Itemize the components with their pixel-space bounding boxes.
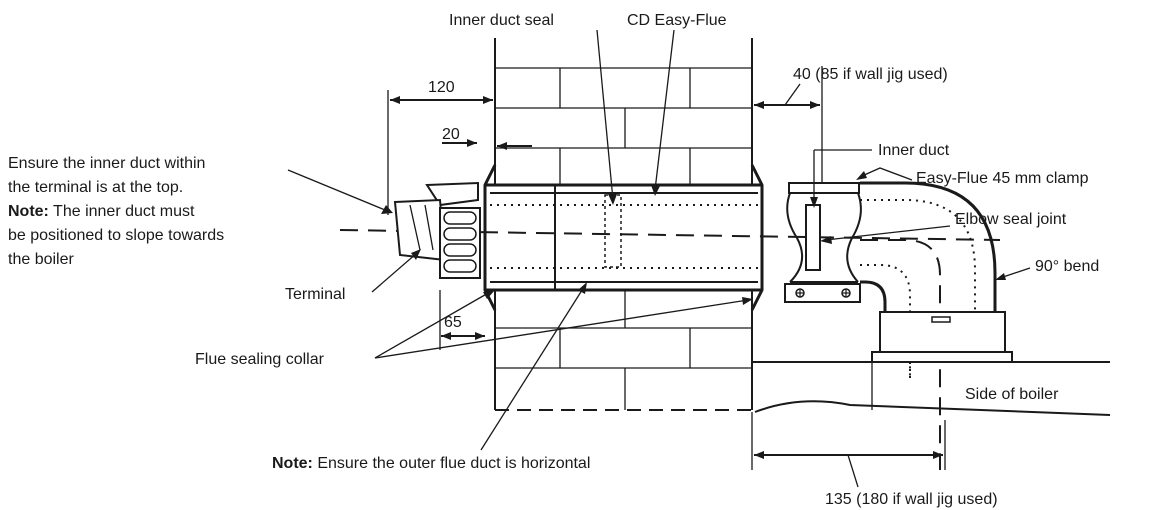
side-of-boiler — [752, 361, 1111, 416]
leader-lines — [287, 29, 1031, 451]
dim-65-label: 65 — [444, 314, 462, 331]
dim-20-label: 20 — [442, 126, 460, 143]
label-cd-easy-flue: CD Easy-Flue — [627, 12, 727, 29]
label-side-of-boiler: Side of boiler — [965, 386, 1059, 403]
outer-flue-duct — [485, 183, 762, 292]
dim-120-label: 120 — [428, 79, 455, 96]
flue-sealing-collar-outer — [483, 164, 497, 311]
dim-135: 135 (180 if wall jig used) — [751, 412, 998, 508]
note-bold: Note: — [8, 203, 49, 220]
dim-135-label: 135 (180 if wall jig used) — [825, 491, 998, 508]
label-90-bend: 90° bend — [1035, 258, 1099, 275]
ensure-line-5: the boiler — [8, 251, 74, 268]
brick-wall — [494, 38, 753, 411]
note2-bold: Note: — [272, 455, 313, 472]
note-line-3-rest: The inner duct must — [49, 203, 195, 220]
label-inner-duct-seal: Inner duct seal — [449, 12, 554, 29]
inner-duct-seal — [604, 194, 622, 268]
label-clamp: Easy-Flue 45 mm clamp — [916, 170, 1089, 187]
note2-rest: Ensure the outer flue duct is horizontal — [313, 455, 591, 472]
note-inner-duct-position: Ensure the inner duct within the termina… — [8, 155, 224, 268]
ensure-line-1: Ensure the inner duct within — [8, 155, 205, 172]
label-inner-duct: Inner duct — [878, 142, 950, 159]
flue-sealing-collar-inner — [750, 164, 764, 311]
ensure-line-2: the terminal is at the top. — [8, 179, 183, 196]
note-outer-duct-horizontal: Note: Ensure the outer flue duct is hori… — [272, 455, 590, 472]
dim-120: 120 — [387, 79, 493, 215]
easy-flue-clamp — [784, 182, 862, 303]
label-flue-sealing-collar: Flue sealing collar — [195, 351, 325, 368]
ensure-line-4: be positioned to slope towards — [8, 227, 224, 244]
label-terminal: Terminal — [285, 286, 345, 303]
dim-40: 40 (85 if wall jig used) — [754, 66, 948, 183]
ensure-line-3: Note: The inner duct must — [8, 203, 195, 220]
ninety-degree-bend — [860, 181, 997, 470]
terminal-grille — [443, 211, 477, 273]
boiler-connector — [871, 311, 1013, 380]
clamp-bracket — [784, 283, 861, 303]
dim-40-label: 40 (85 if wall jig used) — [793, 66, 948, 83]
dim-20: 20 — [442, 126, 532, 150]
label-elbow-seal-joint: Elbow seal joint — [955, 211, 1067, 228]
terminal — [393, 181, 481, 279]
